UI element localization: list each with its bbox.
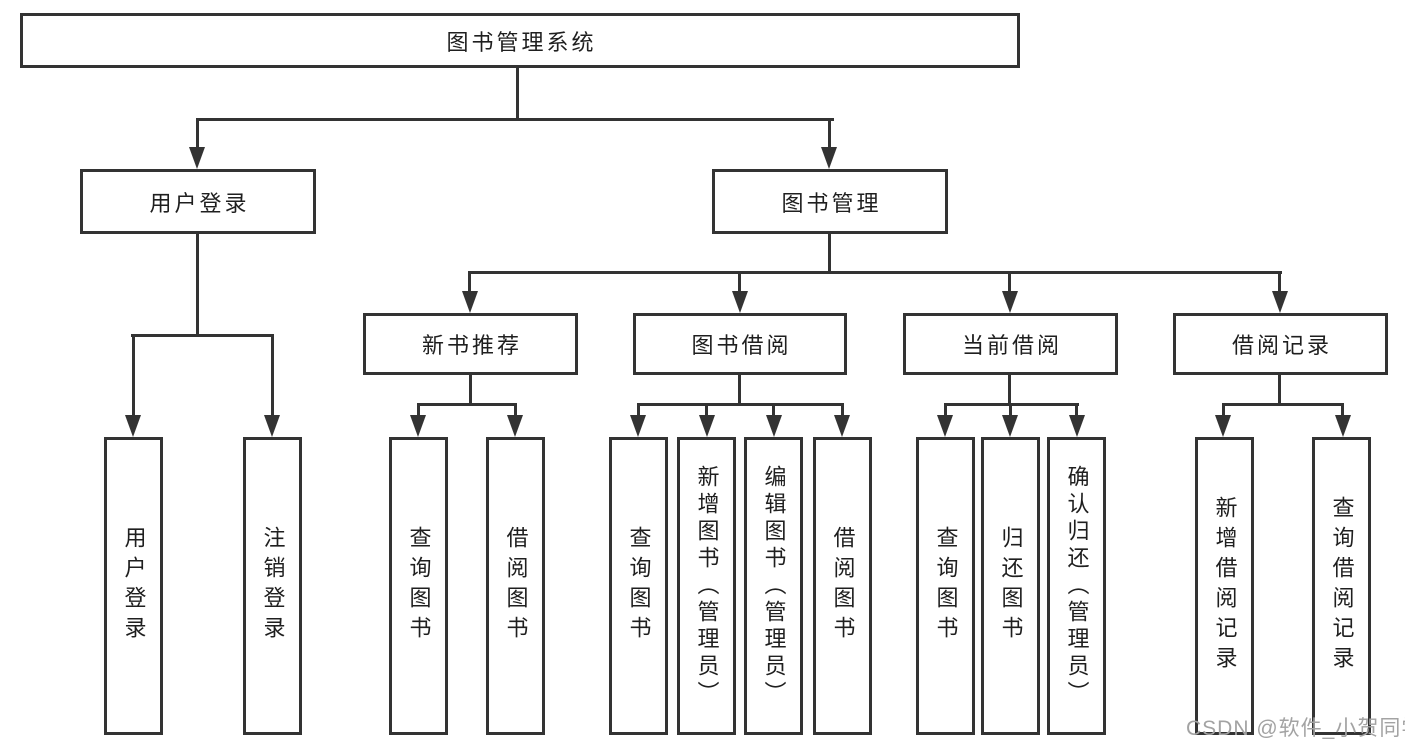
arrow-down-icon xyxy=(766,415,782,437)
connector-line xyxy=(944,403,947,419)
connector-line xyxy=(828,234,831,274)
connector-line xyxy=(1222,403,1225,419)
leaf-bb-add-books: 新增图书（管理员） xyxy=(677,437,736,735)
connector-line xyxy=(196,118,199,150)
leaf-br-query-record-label: 查询借阅记录 xyxy=(1329,496,1355,676)
leaf-cb-return-books: 归还图书 xyxy=(981,437,1040,735)
arrow-down-icon xyxy=(125,415,141,437)
node-root-label: 图书管理系统 xyxy=(446,29,597,55)
connector-line xyxy=(637,403,844,406)
arrow-down-icon xyxy=(1069,415,1085,437)
arrow-down-icon xyxy=(189,147,205,169)
leaf-bb-query-books: 查询图书 xyxy=(609,437,668,735)
leaf-cb-confirm-return: 确认归还（管理员） xyxy=(1047,437,1106,735)
connector-line xyxy=(196,234,199,337)
connector-line xyxy=(131,334,274,337)
arrow-down-icon xyxy=(1335,415,1351,437)
connector-line xyxy=(1341,403,1344,419)
arrow-down-icon xyxy=(732,291,748,313)
leaf-nbr-query-books: 查询图书 xyxy=(389,437,448,735)
csdn-watermark: CSDN @软件_小贺同学 xyxy=(1186,717,1405,740)
arrow-down-icon xyxy=(1002,291,1018,313)
connector-line xyxy=(514,403,517,419)
connector-line xyxy=(132,334,135,418)
arrow-down-icon xyxy=(1215,415,1231,437)
leaf-bb-edit-books: 编辑图书（管理员） xyxy=(744,437,803,735)
connector-line xyxy=(828,118,831,150)
connector-line xyxy=(271,334,274,418)
leaf-bb-add-books-label: 新增图书（管理员） xyxy=(694,464,720,708)
leaf-cb-return-books-label: 归还图书 xyxy=(998,526,1024,646)
arrow-down-icon xyxy=(834,415,850,437)
leaf-br-query-record: 查询借阅记录 xyxy=(1312,437,1371,735)
node-book-management-label: 图书管理 xyxy=(781,190,882,216)
arrow-down-icon xyxy=(630,415,646,437)
connector-line xyxy=(1278,271,1281,293)
leaf-br-add-record: 新增借阅记录 xyxy=(1195,437,1254,735)
node-current-borrowing: 当前借阅 xyxy=(903,313,1118,375)
connector-line xyxy=(468,271,471,293)
leaf-nbr-borrow-books-label: 借阅图书 xyxy=(503,526,529,646)
arrow-down-icon xyxy=(507,415,523,437)
connector-line xyxy=(1008,375,1011,406)
connector-line xyxy=(738,271,741,293)
connector-line xyxy=(417,403,420,419)
node-book-borrowing-label: 图书借阅 xyxy=(691,333,792,358)
arrow-down-icon xyxy=(264,415,280,437)
leaf-nbr-borrow-books: 借阅图书 xyxy=(486,437,545,735)
node-borrowing-records: 借阅记录 xyxy=(1173,313,1388,375)
node-book-management: 图书管理 xyxy=(712,169,948,234)
arrow-down-icon xyxy=(699,415,715,437)
leaf-bb-query-books-label: 查询图书 xyxy=(626,526,652,646)
node-book-borrowing: 图书借阅 xyxy=(633,313,847,375)
connector-line xyxy=(1008,271,1011,293)
leaf-bb-borrow-books: 借阅图书 xyxy=(813,437,872,735)
leaf-user-login-label: 用户登录 xyxy=(121,526,147,646)
node-user-login: 用户登录 xyxy=(80,169,316,234)
leaf-bb-edit-books-label: 编辑图书（管理员） xyxy=(761,464,787,708)
leaf-cb-confirm-return-label: 确认归还（管理员） xyxy=(1064,464,1090,708)
connector-line xyxy=(417,403,517,406)
connector-line xyxy=(1278,375,1281,406)
leaf-logout-label: 注销登录 xyxy=(260,526,286,646)
arrow-down-icon xyxy=(410,415,426,437)
node-root: 图书管理系统 xyxy=(20,13,1020,68)
arrow-down-icon xyxy=(937,415,953,437)
connector-line xyxy=(637,403,640,419)
connector-line xyxy=(705,403,708,419)
connector-line xyxy=(196,118,834,121)
arrow-down-icon xyxy=(462,291,478,313)
leaf-user-login: 用户登录 xyxy=(104,437,163,735)
connector-line xyxy=(516,68,519,120)
connector-line xyxy=(1075,403,1078,419)
connector-line xyxy=(772,403,775,419)
connector-line xyxy=(1222,403,1344,406)
node-new-book-recommend: 新书推荐 xyxy=(363,313,578,375)
connector-line xyxy=(469,375,472,406)
connector-line xyxy=(738,375,741,406)
leaf-bb-borrow-books-label: 借阅图书 xyxy=(830,526,856,646)
arrow-down-icon xyxy=(1272,291,1288,313)
arrow-down-icon xyxy=(821,147,837,169)
leaf-nbr-query-books-label: 查询图书 xyxy=(406,526,432,646)
leaf-cb-query-books-label: 查询图书 xyxy=(933,526,959,646)
connector-line xyxy=(1009,403,1012,419)
arrow-down-icon xyxy=(1002,415,1018,437)
connector-line xyxy=(469,271,1282,274)
leaf-cb-query-books: 查询图书 xyxy=(916,437,975,735)
node-borrowing-records-label: 借阅记录 xyxy=(1231,333,1332,358)
connector-line xyxy=(841,403,844,419)
node-user-login-label: 用户登录 xyxy=(149,190,250,216)
node-new-book-recommend-label: 新书推荐 xyxy=(421,333,522,358)
node-current-borrowing-label: 当前借阅 xyxy=(961,333,1062,358)
leaf-logout: 注销登录 xyxy=(243,437,302,735)
leaf-br-add-record-label: 新增借阅记录 xyxy=(1212,496,1238,676)
